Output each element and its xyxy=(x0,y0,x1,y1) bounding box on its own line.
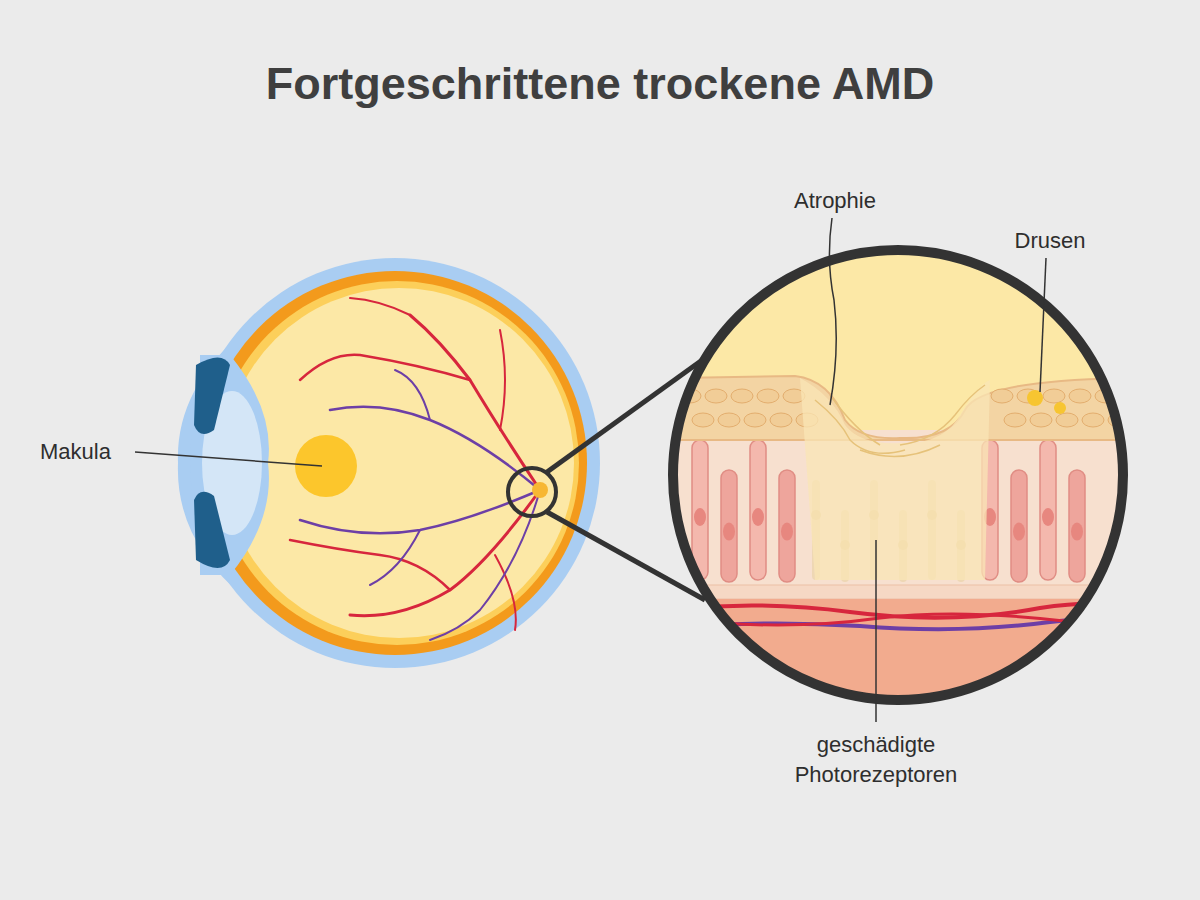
atrophy-zone xyxy=(800,378,990,580)
part-label: Drusen xyxy=(990,226,1110,256)
part-label: Atrophie xyxy=(765,186,905,216)
rpe-cell xyxy=(744,413,766,427)
iris xyxy=(194,358,230,435)
rpe-cell xyxy=(718,413,740,427)
photoreceptor-nucleus xyxy=(752,508,764,526)
blood-vessels xyxy=(290,298,540,640)
photoreceptor-nucleus xyxy=(781,523,793,541)
leader-line xyxy=(135,452,322,466)
photoreceptor xyxy=(1040,440,1056,580)
choroid xyxy=(203,271,587,655)
rpe-cell xyxy=(1056,413,1078,427)
rpe-layer xyxy=(670,376,1130,440)
photoreceptor-nucleus xyxy=(1013,523,1025,541)
magnifier-ring xyxy=(673,250,1123,700)
leader-line xyxy=(1040,258,1046,392)
photoreceptor xyxy=(1069,470,1085,582)
rpe-cell xyxy=(757,389,779,403)
sclera xyxy=(190,258,600,668)
leader-line xyxy=(875,540,877,722)
bruch-membrane xyxy=(670,585,1130,599)
photoreceptor-nucleus xyxy=(1071,523,1083,541)
iris xyxy=(194,492,230,568)
photoreceptor xyxy=(750,440,766,580)
rpe-cell xyxy=(705,389,727,403)
rpe-cell xyxy=(1082,413,1104,427)
diagram-title: Fortgeschrittene trockene AMD xyxy=(0,58,1200,110)
rpe-cells xyxy=(679,389,1130,427)
photoreceptor-nucleus xyxy=(1042,508,1054,526)
photoreceptor xyxy=(721,470,737,582)
part-label: geschädigte Photorezeptoren xyxy=(766,730,986,790)
leader-lines xyxy=(135,218,1046,722)
retina-cross-section xyxy=(670,250,1130,709)
rpe-cell xyxy=(1043,389,1065,403)
photoreceptor-nucleus xyxy=(694,508,706,526)
photoreceptor-nucleus xyxy=(723,523,735,541)
zoom-circle xyxy=(508,468,556,516)
leader-line xyxy=(829,218,836,405)
rpe-cell xyxy=(692,413,714,427)
retina-outer xyxy=(215,281,579,645)
rpe-cell xyxy=(1069,389,1091,403)
atrophy-texture xyxy=(815,385,985,456)
macula xyxy=(295,435,357,497)
choroid-layer xyxy=(670,599,1130,709)
drusen-deposit xyxy=(1054,402,1066,414)
photoreceptor xyxy=(779,470,795,582)
photoreceptor xyxy=(1011,470,1027,582)
rpe-cell xyxy=(991,389,1013,403)
drusen-deposit xyxy=(1027,390,1043,406)
part-label: Makula xyxy=(40,437,140,467)
rpe-cell xyxy=(770,413,792,427)
optic-disc xyxy=(532,482,548,498)
eye-illustration xyxy=(178,258,600,668)
rpe-cell xyxy=(1030,413,1052,427)
rpe-cell xyxy=(1004,413,1026,427)
rpe-cell xyxy=(731,389,753,403)
